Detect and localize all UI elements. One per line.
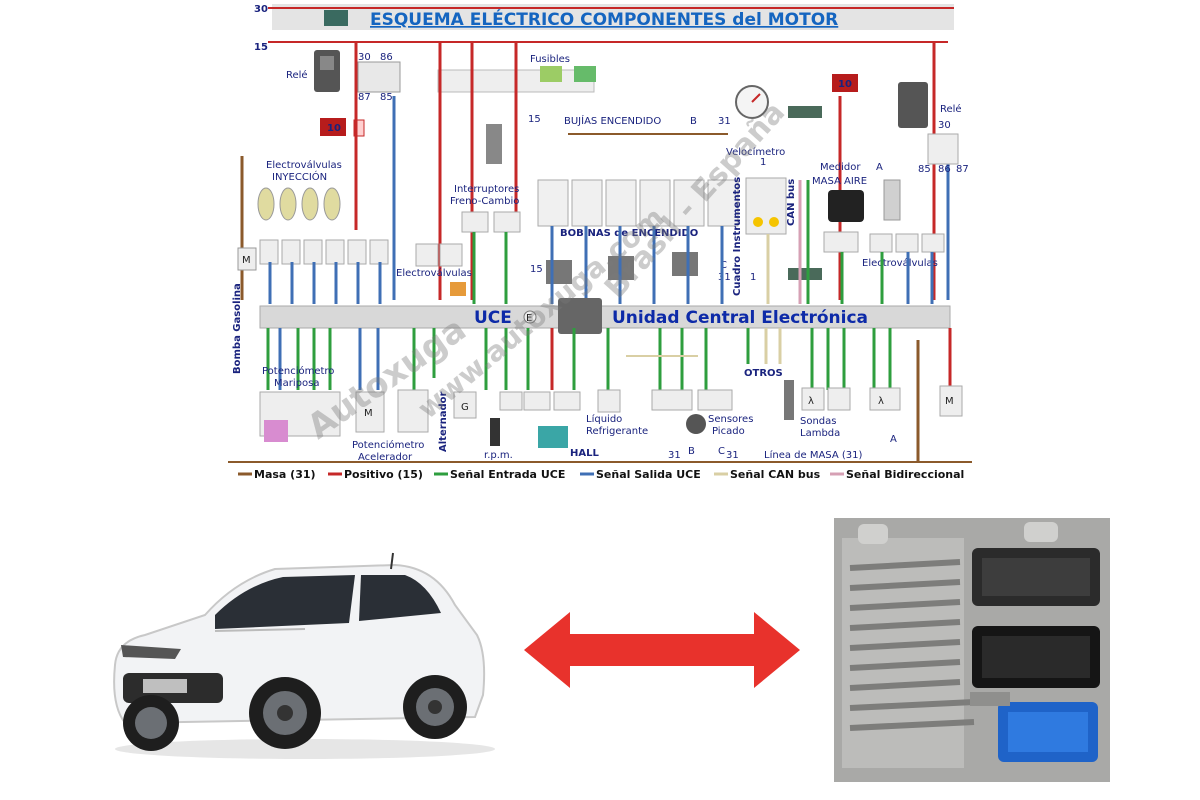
fuse-green-1 [540,66,562,82]
fuse-left-label: 10 [327,123,341,134]
svg-text:E: E [526,313,532,324]
svg-text:1: 1 [760,157,766,168]
rpm-sensor-icon [490,418,500,446]
svg-text:86: 86 [938,164,951,175]
relay-left-schematic [357,61,401,93]
uce-long-label: Unidad Central Electrónica [612,308,868,328]
svg-text:Línea de MASA (31): Línea de MASA (31) [764,449,862,461]
fuse-left-icon [320,118,346,136]
svg-text:INYECCIÓN: INYECCIÓN [272,170,327,183]
bomba-gasolina-label: Bomba Gasolina [232,283,243,374]
svg-text:r.p.m.: r.p.m. [484,450,513,461]
svg-text:30: 30 [938,120,951,131]
svg-text:Interruptores: Interruptores [454,184,519,195]
svg-text:B: B [688,446,695,457]
svg-text:Electroválvulas: Electroválvulas [396,267,472,279]
svg-text:Velocímetro: Velocímetro [726,146,785,158]
accel-pot-icon [355,391,385,433]
svg-text:Acelerador: Acelerador [358,452,413,463]
svg-text:10: 10 [838,79,852,90]
title-relay-icon [324,10,348,26]
diagram-title: ESQUEMA ELÉCTRICO COMPONENTES del MOTOR [370,8,838,30]
svg-text:31: 31 [726,450,739,461]
relay-left-label: Relé [286,69,308,81]
svg-text:G: G [461,402,469,413]
uce-short-label: UCE [474,308,512,328]
svg-text:BOBINAS de ENCENDIDO: BOBINAS de ENCENDIDO [560,228,698,239]
svg-text:85: 85 [380,92,393,103]
fuse-green-2 [574,66,596,82]
instrument-cluster-box [745,177,787,235]
maf-sensor-icon [828,190,864,222]
legend-salida: Señal Salida UCE [596,468,701,481]
svg-text:Sensores: Sensores [708,414,753,425]
svg-text:15: 15 [528,114,541,125]
rail-15-label: 15 [254,42,268,53]
legend-masa: Masa (31) [254,468,316,481]
legend-bidireccional: Señal Bidireccional [846,468,964,481]
legend: Masa (31) Positivo (15) Señal Entrada UC… [238,468,964,481]
svg-text:λ: λ [878,396,884,407]
fuel-pump-icon [237,247,257,271]
alternador-label: Alternador [438,391,449,452]
svg-text:Lambda: Lambda [800,428,840,439]
svg-text:Medidor: Medidor [820,162,861,173]
svg-text:1: 1 [750,272,756,283]
svg-text:31: 31 [718,116,731,127]
double-arrow-icon [522,610,802,690]
hall-sensor-icon [538,426,568,448]
svg-text:Picado: Picado [712,426,745,437]
legend-positivo: Positivo (15) [344,468,423,481]
engine-wiring-diagram: 30 ESQUEMA ELÉCTRICO COMPONENTES del MOT… [228,0,972,486]
svg-text:86: 86 [380,52,393,63]
uce-module-icon [558,298,602,334]
brake-switch-icon [486,124,502,164]
svg-text:HALL: HALL [570,448,599,459]
svg-text:Potenciómetro: Potenciómetro [262,365,334,377]
otros-label: OTROS [744,368,783,379]
svg-text:Electroválvulas: Electroválvulas [266,159,342,171]
svg-text:Mariposa: Mariposa [274,378,319,389]
svg-text:31: 31 [718,272,731,283]
svg-text:BUJÍAS ENCENDIDO: BUJÍAS ENCENDIDO [564,114,661,127]
svg-text:λ: λ [808,396,814,407]
svg-text:C: C [718,446,725,457]
lambda-sensor-icon [784,380,794,420]
svg-text:CAN bus: CAN bus [786,179,797,226]
fuse-right-icon [832,74,858,92]
injector-blocks [259,239,389,265]
svg-text:M: M [242,255,251,266]
svg-text:Relé: Relé [940,103,962,115]
svg-text:30: 30 [358,52,371,63]
svg-text:Cuadro Instrumentos: Cuadro Instrumentos [732,177,743,296]
suv-car-image [105,545,495,760]
svg-text:Refrigerante: Refrigerante [586,426,648,437]
rail-30-label: 30 [254,4,268,15]
svg-text:Potenciómetro: Potenciómetro [352,439,424,451]
injector-group [257,187,341,221]
knock-sensor-icon [686,414,706,434]
fusibles-label: Fusibles [530,54,570,65]
uce-bar [259,305,951,329]
svg-text:M: M [364,408,373,419]
svg-text:Freno-Cambio: Freno-Cambio [450,196,519,207]
svg-text:B: B [690,116,697,127]
svg-text:87: 87 [358,92,371,103]
svg-text:MASA AIRE: MASA AIRE [812,176,867,187]
svg-text:87: 87 [956,164,969,175]
svg-text:Líquido: Líquido [586,413,622,425]
svg-text:31: 31 [668,450,681,461]
valve-orange-icon [450,282,466,296]
svg-text:M: M [945,396,954,407]
svg-text:Electroválvulas: Electroválvulas [862,257,938,269]
svg-text:Sondas: Sondas [800,416,837,427]
relay-right-icon [898,82,928,128]
svg-text:85: 85 [918,164,931,175]
legend-entrada: Señal Entrada UCE [450,468,565,481]
legend-can: Señal CAN bus [730,468,821,481]
svg-text:A: A [890,434,897,445]
svg-text:A: A [876,162,883,173]
svg-text:15: 15 [530,264,543,275]
ecu-module-image [834,518,1110,782]
